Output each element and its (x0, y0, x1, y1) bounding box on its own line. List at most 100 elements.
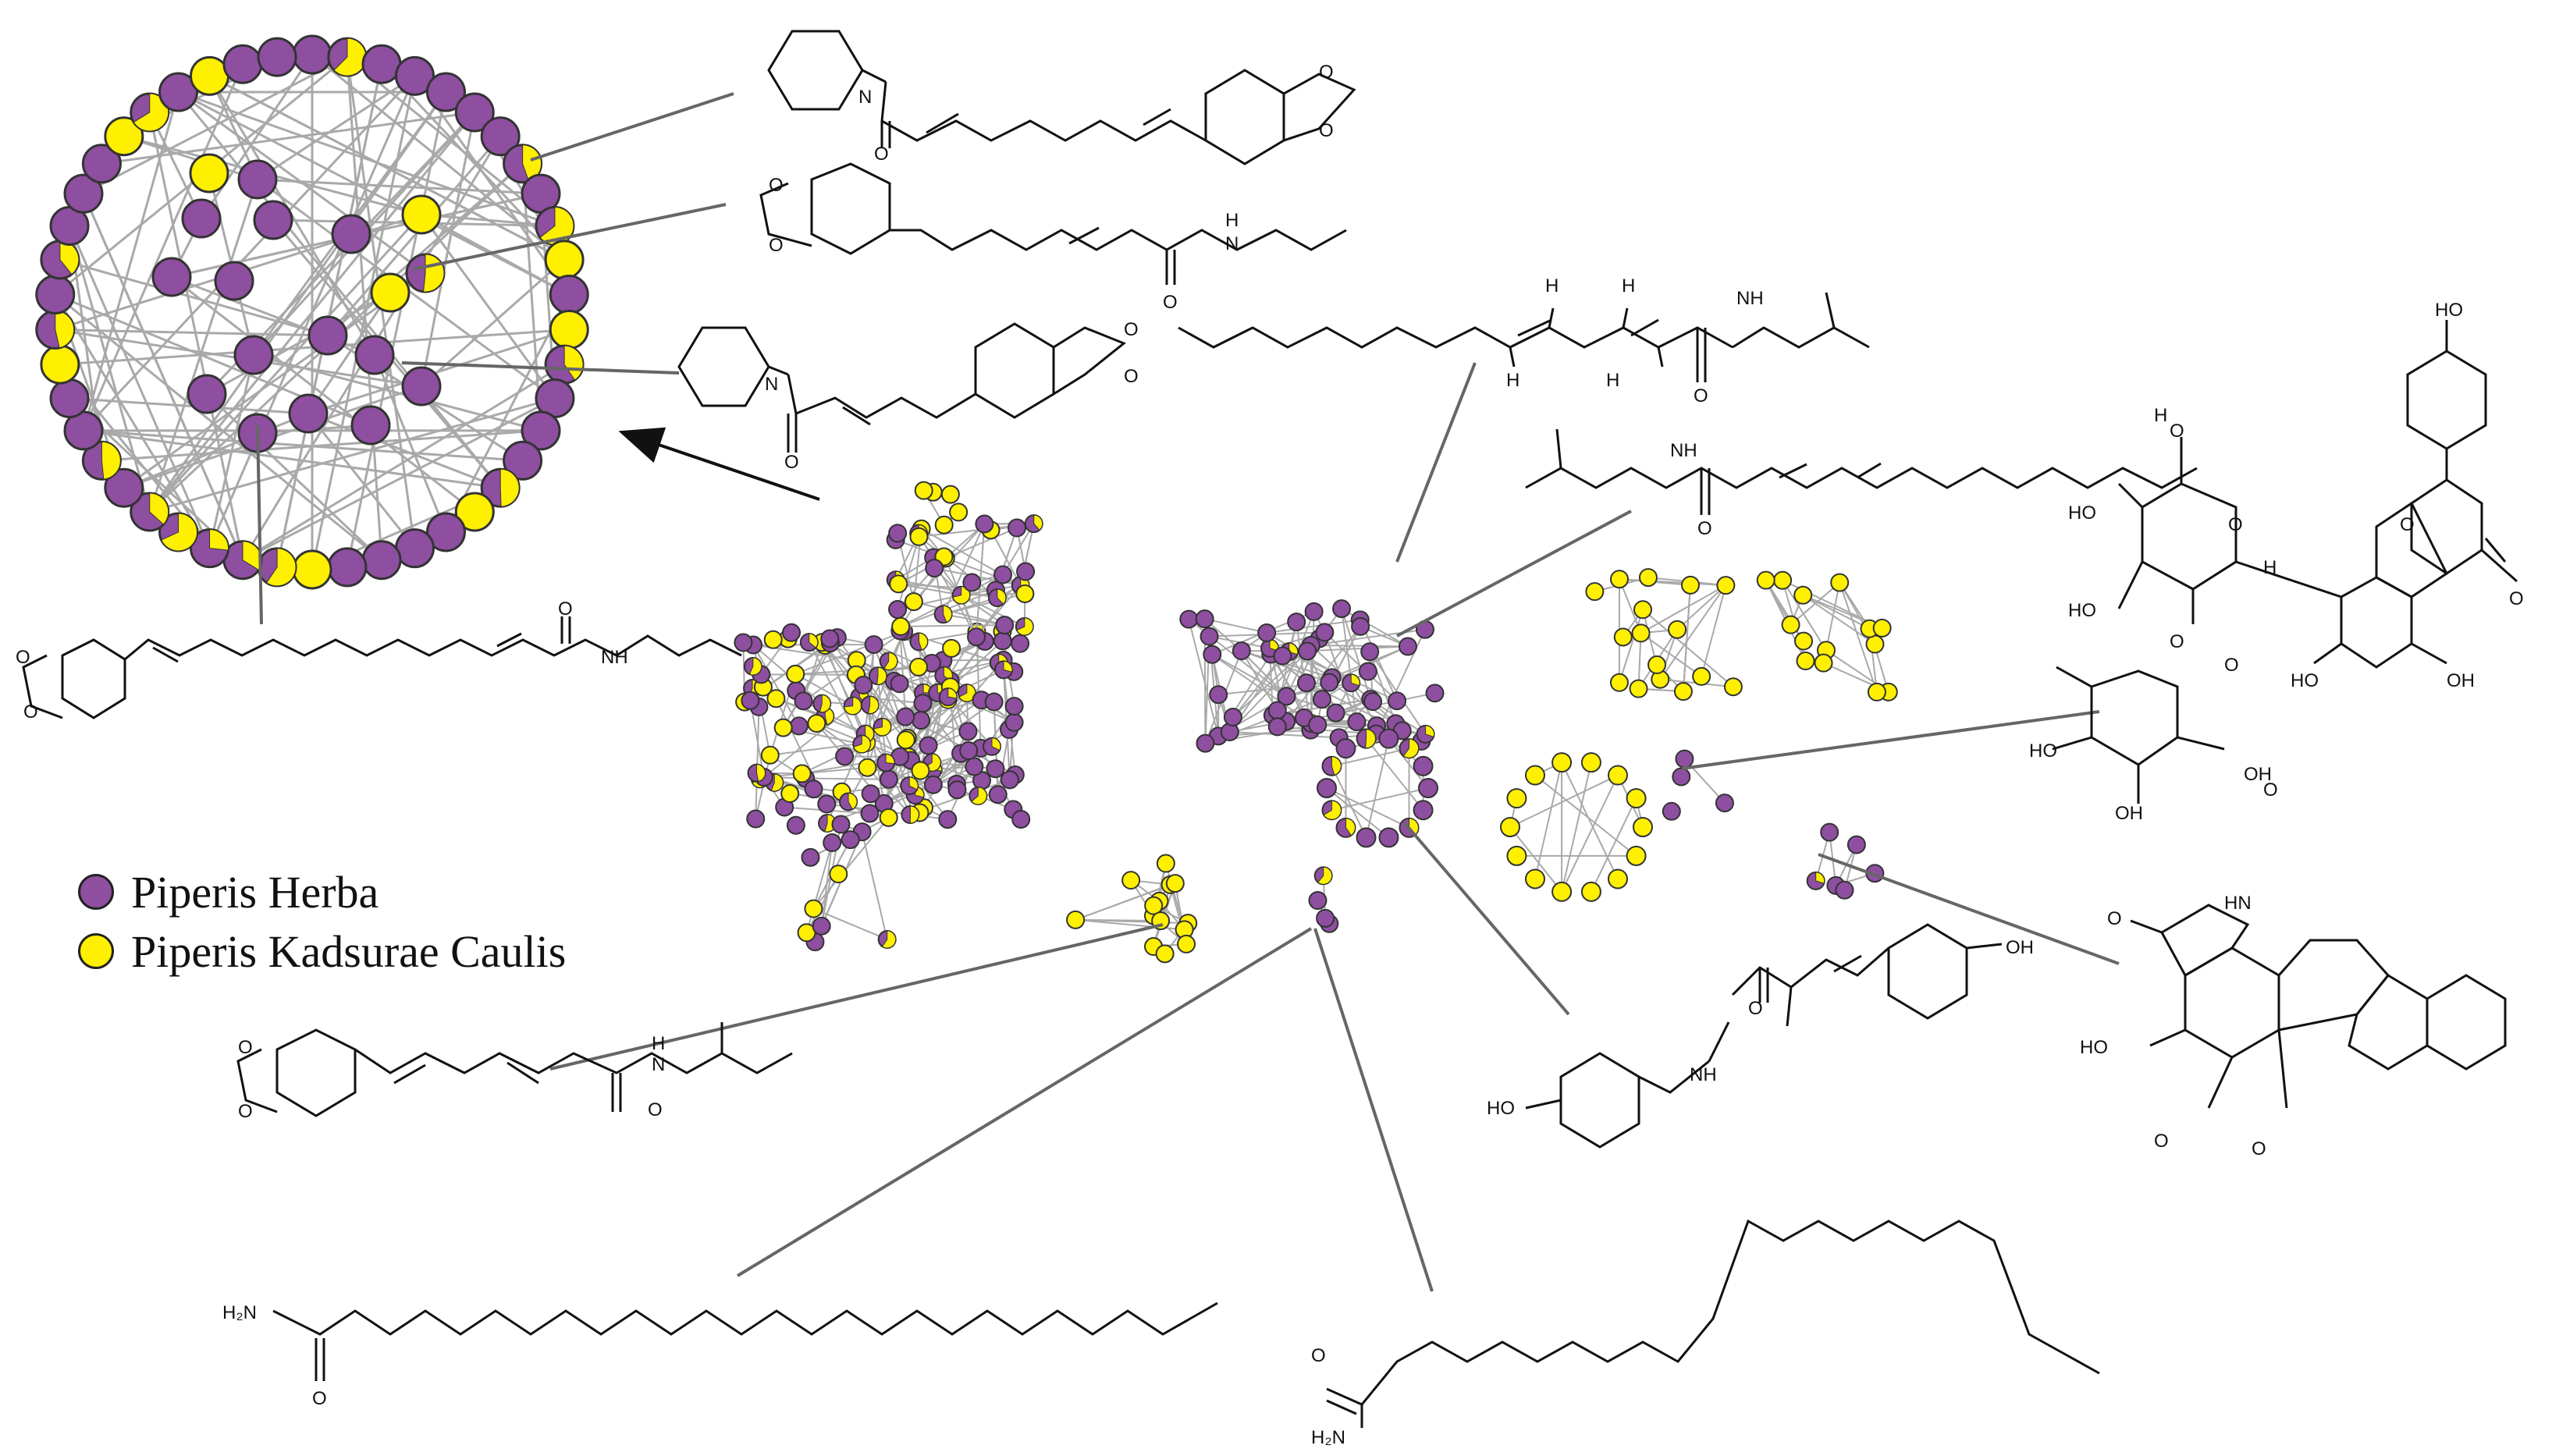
network-node (292, 549, 332, 590)
atom-nh: NH (1690, 1064, 1717, 1085)
network-node (1629, 679, 1648, 698)
network-node (454, 92, 495, 133)
network-node (1662, 801, 1681, 821)
network-edge (1341, 608, 1358, 723)
network-edge (82, 91, 179, 431)
network-node (1016, 562, 1036, 581)
network-node (1399, 738, 1420, 759)
network-node (1179, 609, 1199, 629)
network-node (1304, 602, 1324, 621)
network-node (1668, 620, 1687, 639)
network-node (1308, 891, 1328, 911)
network-node (1551, 752, 1573, 773)
atom-ho: HO (2080, 1037, 2108, 1058)
network-node (860, 695, 880, 715)
network-edge (755, 706, 760, 819)
atom-h2n: H₂N (222, 1302, 257, 1323)
network-node (1015, 584, 1035, 603)
network-edge (327, 162, 524, 337)
network-node (743, 657, 762, 677)
network-node (1277, 687, 1296, 706)
atom-ho: HO (1487, 1098, 1515, 1119)
network-node (909, 527, 929, 546)
network-node (888, 600, 908, 620)
network-node (307, 315, 348, 356)
chemical-structures (22, 30, 2518, 1428)
network-edge (123, 272, 426, 489)
network-node (1607, 868, 1628, 890)
network-edge (919, 630, 977, 643)
network-node (1156, 854, 1175, 873)
atom-o: O (558, 598, 573, 620)
network-node (817, 794, 837, 814)
network-node (900, 776, 919, 796)
network-edge (1204, 618, 1267, 634)
network-edge (837, 637, 908, 739)
network-node (1024, 514, 1043, 534)
network-node (1675, 749, 1694, 769)
atom-o: O (238, 1037, 253, 1058)
network-edge (1331, 748, 1409, 767)
network-node (913, 694, 933, 713)
network-node (901, 804, 920, 824)
network-edge (1534, 762, 1563, 879)
network-node (1673, 682, 1693, 701)
network-node (370, 272, 411, 313)
network-node (394, 55, 435, 96)
network-node (951, 585, 971, 605)
network-node (812, 916, 831, 936)
network-node (1551, 881, 1573, 902)
atom-h: H (2154, 405, 2167, 426)
network-node (879, 652, 898, 671)
network-node (987, 588, 1007, 608)
network-node (549, 310, 589, 350)
network-node (1626, 845, 1647, 866)
network-node (1066, 910, 1086, 929)
network-node (1196, 733, 1215, 753)
network-edge (1676, 584, 1727, 630)
network-node (801, 847, 820, 867)
network-node (879, 769, 898, 789)
network-edge (976, 584, 1022, 637)
network-node (158, 72, 199, 112)
network-node (81, 144, 122, 184)
network-edge (69, 397, 309, 415)
network-node (1312, 690, 1331, 709)
network-node (253, 200, 293, 240)
network-node (831, 815, 851, 834)
structure-coumaroyltyramine (1525, 923, 2003, 1149)
network-node (222, 44, 263, 84)
network-node (40, 344, 80, 385)
network-node (40, 240, 80, 280)
network-node (63, 173, 104, 214)
network-edge (900, 574, 1004, 627)
network-node (480, 467, 521, 508)
network-edge (421, 213, 570, 296)
atom-h: H (1606, 370, 1619, 391)
network-edge (82, 193, 244, 561)
network-node (940, 485, 960, 504)
network-edge (782, 642, 831, 729)
network-node (237, 159, 278, 200)
network-node (1633, 817, 1653, 837)
network-node (908, 657, 928, 677)
network-node (104, 116, 144, 157)
network-node (995, 616, 1015, 635)
atom-oh: OH (2447, 670, 2475, 691)
network-edge (1002, 523, 1035, 576)
atom-o: O (2228, 514, 2243, 535)
network-node (823, 833, 842, 853)
network-node (843, 696, 862, 716)
network-edge (307, 412, 501, 489)
network-edge (899, 630, 907, 717)
atom-oh: HO (2291, 670, 2319, 691)
network-node (130, 492, 170, 532)
network-node (986, 759, 1005, 779)
network-node (1358, 662, 1377, 681)
atom-o: O (1319, 120, 1334, 141)
atom-n: N (858, 87, 872, 108)
network-edge (1229, 650, 1308, 733)
network-node (1335, 817, 1356, 838)
network-node (1267, 701, 1287, 720)
network-edge (83, 429, 501, 489)
